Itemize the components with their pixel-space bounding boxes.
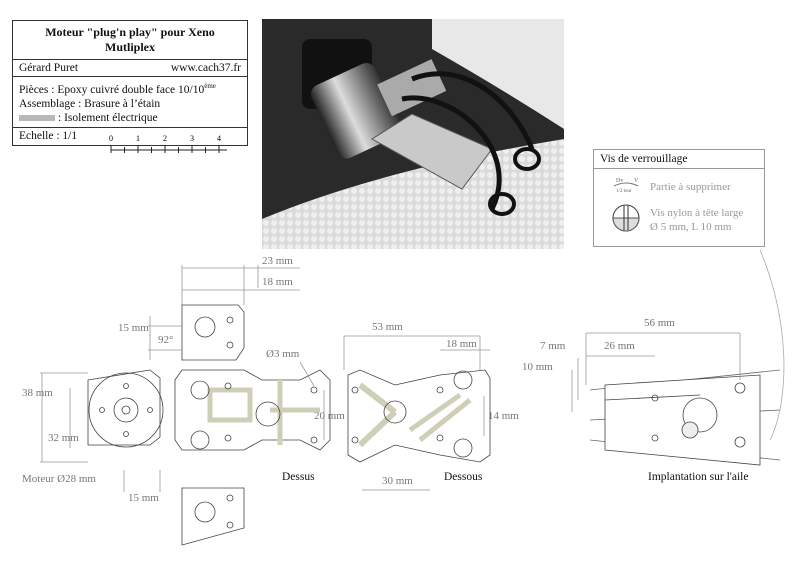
parts-line: Pièces : Epoxy cuivré double face 10/10: [19, 83, 205, 96]
view-label-bottom: Dessous: [444, 471, 483, 483]
title-block: Moteur "plug'n play" pour Xeno Mutliplex…: [12, 20, 248, 153]
view-label-top: Dessus: [282, 471, 315, 483]
dim-motor: Moteur Ø28 mm: [22, 473, 96, 485]
dim-angle: 92°: [158, 334, 174, 346]
scale-bar: 0 1 2 3 4: [109, 134, 227, 153]
dim-26: 26 mm: [604, 340, 635, 352]
author-row: Gérard Puret www.cach37.fr: [13, 60, 247, 77]
scale-tick-3: 3: [190, 134, 194, 143]
dim-14: 14 mm: [488, 410, 519, 422]
author-name: Gérard Puret: [19, 62, 79, 74]
insulation-swatch: [19, 115, 55, 122]
dim-32: 32 mm: [48, 432, 79, 444]
dim-30: 30 mm: [382, 475, 413, 487]
callout-drawing: Dv V 1/2 tour Partie à supprimer Vis nyl…: [612, 178, 743, 233]
callout-screw-line1: Vis nylon à tête large: [650, 207, 743, 219]
dim-15b: 15 mm: [128, 492, 159, 504]
parts-notes: Pièces : Epoxy cuivré double face 10/10è…: [13, 77, 247, 128]
callout-remove-label: Partie à supprimer: [650, 181, 731, 193]
dim-18: 18 mm: [262, 276, 293, 288]
dim-15: 15 mm: [118, 322, 149, 334]
callout-v: V: [634, 178, 639, 184]
motor-photo-illustration: [262, 19, 564, 249]
callout-half-turn: 1/2 tour: [616, 189, 632, 194]
view-label-wing: Implantation sur l'aile: [648, 471, 749, 483]
scale-tick-0: 0: [109, 134, 113, 143]
locking-screw-callout: Vis de verrouillage Dv V 1/2 tour Partie…: [593, 149, 765, 247]
dim-10: 10 mm: [522, 361, 553, 373]
dim-53: 53 mm: [372, 321, 403, 333]
callout-header: Vis de verrouillage: [594, 150, 764, 169]
drawing-title: Moteur "plug'n play" pour Xeno Mutliplex: [13, 21, 247, 60]
dim-7: 7 mm: [540, 340, 566, 352]
motor-photo: [262, 19, 564, 249]
dim-23: 23 mm: [262, 255, 293, 267]
scale-label: Echelle : 1/1: [19, 129, 78, 142]
scale-tick-4: 4: [217, 134, 221, 143]
scale-row: Echelle : 1/1 0 1 2 3 4: [13, 128, 247, 166]
dim-56: 56 mm: [644, 317, 675, 329]
scale-tick-1: 1: [136, 134, 140, 143]
insulation-line: : Isolement électrique: [58, 111, 158, 124]
assembly-line: Assemblage : Brasure à l’étain: [19, 97, 161, 110]
dim-38: 38 mm: [22, 387, 53, 399]
scale-tick-2: 2: [163, 134, 167, 143]
dim-20: 20 mm: [314, 410, 345, 422]
dim-18b: 18 mm: [446, 338, 477, 350]
website-text: www.cach37.fr: [170, 62, 241, 74]
callout-dv: Dv: [616, 178, 623, 184]
dim-hole-3: Ø3 mm: [266, 348, 300, 360]
callout-screw-line2: Ø 5 mm, L 10 mm: [650, 221, 732, 233]
parts-superscript: ème: [204, 82, 216, 90]
